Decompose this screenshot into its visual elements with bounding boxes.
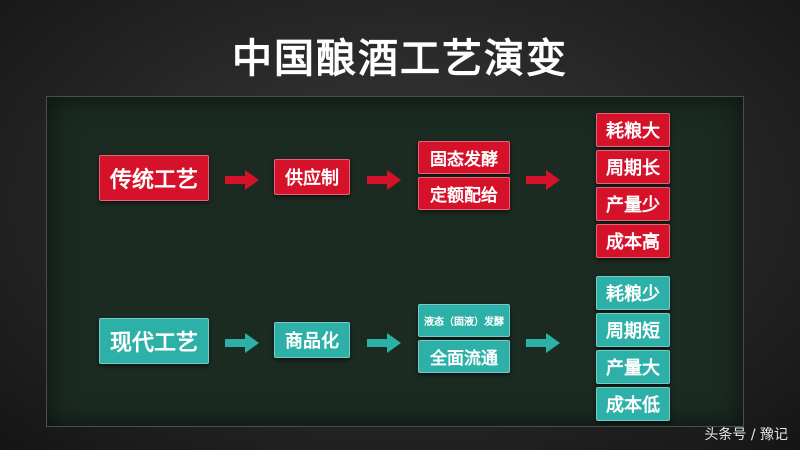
arrow-right-icon	[225, 333, 259, 353]
modern-commercialization-box: 商品化	[274, 322, 350, 358]
modern-result-item: 耗粮少	[596, 276, 670, 310]
traditional-rationing-box: 定额配给	[418, 177, 510, 210]
arrow-right-icon	[526, 170, 560, 190]
traditional-process-label: 传统工艺	[99, 155, 209, 201]
modern-result-item: 周期短	[596, 313, 670, 347]
modern-process-label: 现代工艺	[99, 318, 209, 364]
traditional-result-item: 成本高	[596, 224, 670, 258]
arrow-right-icon	[526, 333, 560, 353]
modern-result-item: 产量大	[596, 350, 670, 384]
traditional-result-item: 耗粮大	[596, 113, 670, 147]
traditional-supply-box: 供应制	[274, 159, 350, 195]
page-title: 中国酿酒工艺演变	[232, 36, 568, 82]
modern-circulation-box: 全面流通	[418, 340, 510, 373]
arrow-right-icon	[367, 333, 401, 353]
modern-fermentation-box: 液态（固液）发酵	[418, 304, 510, 337]
watermark-text: 头条号 / 豫记	[704, 427, 788, 443]
arrow-right-icon	[367, 170, 401, 190]
traditional-fermentation-box: 固态发酵	[418, 141, 510, 174]
traditional-result-item: 产量少	[596, 187, 670, 221]
modern-result-item: 成本低	[596, 387, 670, 421]
arrow-right-icon	[225, 170, 259, 190]
traditional-result-item: 周期长	[596, 150, 670, 184]
